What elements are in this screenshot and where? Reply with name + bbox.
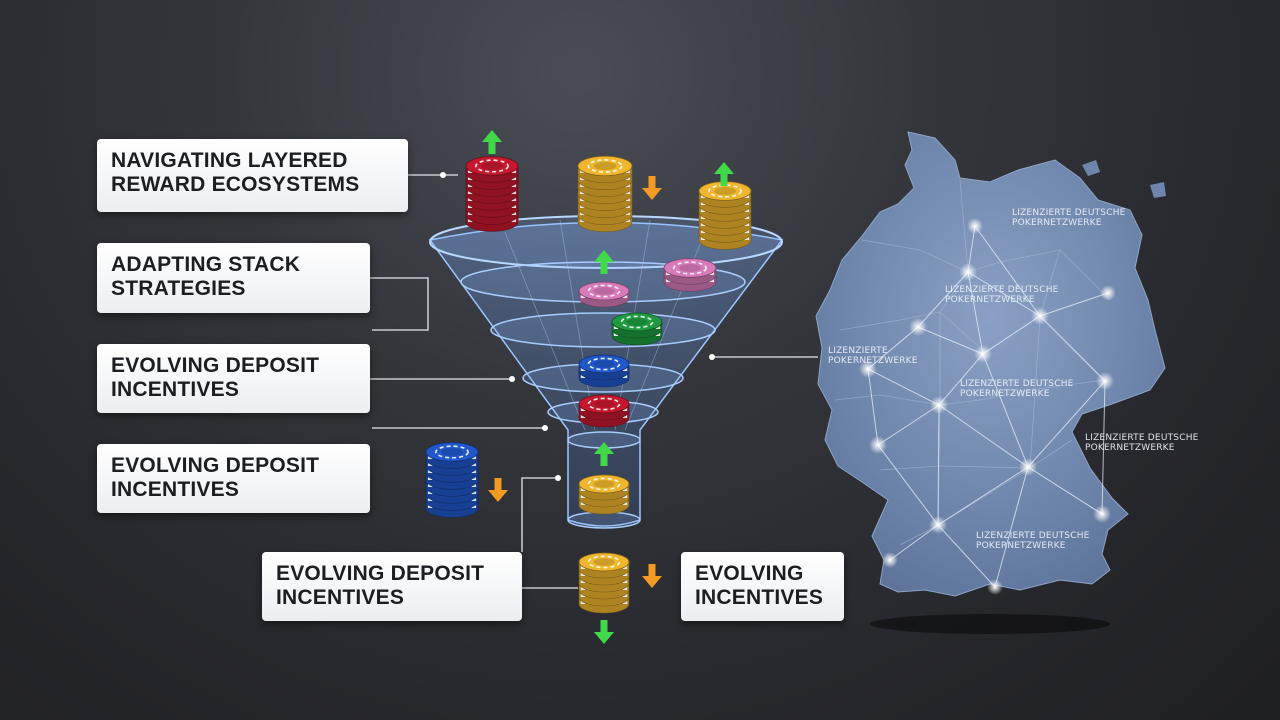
network-node — [967, 218, 983, 234]
chip-stack — [698, 181, 752, 250]
label-navigating-layered-reward: NAVIGATING LAYERED REWARD ECOSYSTEMS — [97, 139, 408, 212]
label-evolving-incentives: EVOLVING INCENTIVES — [681, 552, 844, 621]
connector-dot — [542, 425, 548, 431]
label-adapting-stack-strategies: ADAPTING STACK STRATEGIES — [97, 243, 370, 313]
arrow-down-icon — [642, 176, 662, 200]
chip-stack — [578, 474, 630, 515]
connector-dot — [509, 376, 515, 382]
chip-stack — [663, 258, 717, 292]
arrow-down-icon — [642, 564, 662, 588]
connector-line-6 — [521, 477, 558, 552]
arrow-down-green-icon — [594, 620, 614, 644]
network-node — [1100, 285, 1116, 301]
chip-stack — [578, 281, 630, 308]
chip-stack — [465, 156, 519, 232]
chip-stack — [578, 354, 630, 388]
chip-stacks — [425, 155, 752, 614]
arrow-up-icon — [482, 130, 502, 154]
network-node — [859, 360, 877, 378]
network-node — [987, 579, 1003, 595]
network-node — [869, 436, 887, 454]
funnel-layer — [490, 312, 716, 348]
chip-stack — [578, 394, 630, 428]
germany-outline — [815, 131, 1166, 597]
chip-stack — [611, 312, 663, 346]
connector-dot — [440, 172, 446, 178]
network-node — [909, 318, 927, 336]
network-node — [1031, 307, 1049, 325]
label-evolving-deposit-3: EVOLVING DEPOSIT INCENTIVES — [262, 552, 522, 621]
network-node — [882, 552, 898, 568]
connector-lines — [370, 174, 818, 589]
funnel-base — [567, 511, 641, 529]
chip-stack — [577, 155, 633, 233]
network-node — [929, 516, 947, 534]
connector-line-2 — [370, 277, 429, 331]
label-evolving-deposit-2: EVOLVING DEPOSIT INCENTIVES — [97, 444, 370, 513]
connector-dots — [440, 172, 715, 481]
network-node — [1096, 372, 1114, 390]
network-nodes — [859, 218, 1116, 595]
connector-dot — [555, 475, 561, 481]
network-node — [1093, 505, 1111, 523]
chip-stack — [425, 442, 479, 518]
connector-dot — [709, 354, 715, 360]
chip-stack — [578, 552, 630, 614]
network-node — [974, 345, 992, 363]
label-evolving-deposit-1: EVOLVING DEPOSIT INCENTIVES — [97, 344, 370, 413]
network-node — [959, 263, 977, 281]
network-node — [1019, 458, 1037, 476]
network-node — [930, 396, 948, 414]
arrow-down-icon — [488, 478, 508, 502]
